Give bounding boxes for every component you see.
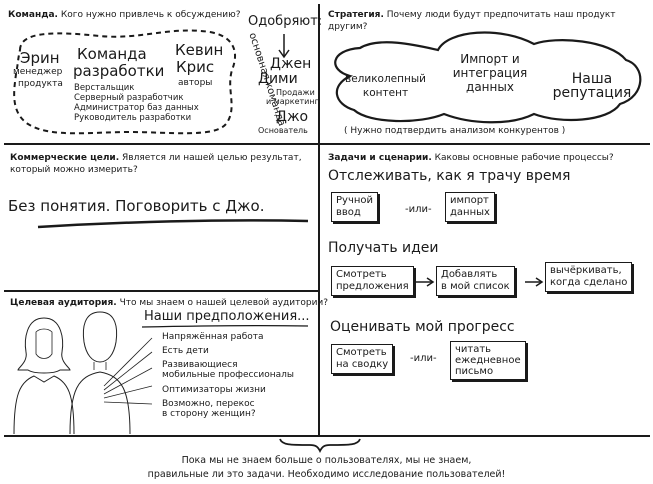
team-question: Кого нужно привлечь к обсуждению?	[60, 10, 241, 20]
team-label: Команда.	[8, 10, 58, 20]
strategy-item-content-label: великолепный контент	[345, 73, 426, 99]
grid-horizontal-divider-3	[4, 435, 650, 437]
strategy-label: Стратегия.	[328, 10, 384, 20]
erin-role-1: менеджер	[13, 67, 63, 77]
scenario3-view-summary-line-2: на сводку	[336, 359, 389, 370]
jen-name: Джен	[270, 56, 312, 72]
assumptions-underline	[141, 324, 309, 328]
footer-line-1: Пока мы не знаем больше о пользователях,…	[181, 455, 472, 466]
tasks-label: Задачи и сценарии.	[328, 153, 432, 163]
dev-team-title-1: Команда	[77, 45, 147, 63]
assumption-4: Оптимизаторы жизни	[162, 385, 266, 395]
scenario2-add-to-list-line-1: Добавлять	[441, 269, 498, 280]
scenario1-title: Отслеживать, как я трачу время	[328, 168, 571, 184]
scenario2-cross-off-line-1: вычёркивать,	[550, 265, 622, 276]
scenario3-daily-email-line-2: ежедневное	[455, 355, 521, 366]
scenario3-daily-email-line-1: читать	[455, 344, 492, 355]
scenario2-view-suggestions-line-1: Смотреть	[336, 269, 387, 280]
scenario2-arrow-1	[416, 277, 435, 287]
scenario3-daily-email: читать ежедневное письмо	[450, 341, 526, 380]
scenario1-manual-entry-line-2: ввод	[336, 207, 361, 218]
marketing-role: и маркетинг	[266, 97, 319, 106]
team-header: Команда. Кого нужно привлечь к обсуждени…	[8, 9, 241, 21]
authors-role: авторы	[178, 78, 213, 88]
audience-header: Целевая аудитория. Что мы знаем о нашей …	[10, 297, 328, 309]
core-team-dashed-outline	[13, 29, 290, 135]
assumptions-title: Наши предположения...	[144, 309, 310, 324]
scenario2-view-suggestions: Смотреть предложения	[331, 266, 414, 296]
audience-label: Целевая аудитория.	[10, 298, 117, 308]
scenario1-or: -или-	[405, 204, 432, 215]
dev-member-4: Руководитель разработки	[74, 113, 192, 123]
joe-name: Джо	[276, 109, 309, 125]
strategy-item-content: великолепный контент	[333, 72, 438, 100]
footer-brace	[279, 438, 361, 453]
man-figure	[82, 311, 118, 363]
strategy-cloud	[334, 31, 642, 124]
scenario1-import-data-line-2: данных	[450, 207, 490, 218]
tasks-question: Каковы основные рабочие процессы?	[434, 153, 614, 163]
scenario2-view-suggestions-line-2: предложения	[336, 281, 409, 292]
dev-member-3: Администратор баз данных	[74, 103, 199, 113]
scenario3-daily-email-line-3: письмо	[455, 366, 494, 377]
goals-header: Коммерческие цели. Является ли нашей цел…	[10, 152, 310, 176]
scenario2-title: Получать идеи	[328, 240, 439, 256]
scenario2-arrow-2	[525, 277, 544, 287]
kevin-name: Кевин	[175, 41, 224, 59]
approve-label: Одобряют:	[248, 14, 323, 29]
scenario3-title: Оценивать мой прогресс	[330, 319, 515, 335]
grid-vertical-divider	[318, 4, 320, 436]
woman-figure	[17, 317, 71, 374]
dimi-name: Дими	[258, 71, 298, 87]
people-illustration	[13, 311, 153, 435]
assumption-5-line-2: в сторону женщин?	[162, 409, 256, 419]
scenario2-cross-off-line-2: когда сделано	[550, 277, 628, 288]
dev-team-title-2: разработки	[73, 62, 165, 80]
strategy-item-reputation: Наша репутация	[544, 72, 640, 100]
grid-horizontal-divider-2	[4, 290, 319, 292]
scenario2-add-to-list: Добавлять в мой список	[436, 266, 515, 296]
strategy-header: Стратегия. Почему люди будут предпочитат…	[328, 9, 628, 33]
scenario1-manual-entry: Ручной ввод	[331, 192, 379, 222]
goals-question: Является ли нашей целью результат, котор…	[10, 153, 302, 175]
erin-name: Эрин	[20, 49, 60, 67]
strategy-item-reputation-label: Наша репутация	[552, 71, 632, 101]
goals-answer: Без понятия. Поговорить с Джо.	[8, 197, 265, 215]
strategy-item-import-label: Импорт и интеграция данных	[452, 52, 528, 94]
scenario3-or: -или-	[410, 353, 437, 364]
audience-question: Что мы знаем о нашей целевой аудитории?	[119, 298, 329, 308]
goals-underline	[37, 219, 309, 229]
founder-role: Основатель	[258, 126, 308, 135]
assumption-2: Есть дети	[162, 346, 209, 356]
strategy-item-import: Импорт и интеграция данных	[438, 52, 542, 94]
scenario2-cross-off: вычёркивать, когда сделано	[545, 262, 633, 292]
scenario1-import-data: импорт данных	[445, 192, 495, 222]
tasks-header: Задачи и сценарии. Каковы основные рабоч…	[328, 152, 614, 164]
assumption-5-line-1: Возможно, перекос	[162, 399, 255, 409]
assumption-1: Напряжённая работа	[162, 332, 264, 342]
scenario2-add-to-list-line-2: в мой список	[441, 281, 510, 292]
dev-member-1: Верстальщик	[74, 83, 135, 93]
dev-member-2: Серверный разработчик	[74, 93, 184, 103]
chris-name: Крис	[176, 58, 215, 76]
erin-role-2: продукта	[18, 79, 63, 89]
scenario3-view-summary-line-1: Смотреть	[336, 347, 387, 358]
assumption-3-line-1: Развивающиеся	[162, 360, 238, 370]
assumption-3-line-2: мобильные профессионалы	[162, 370, 294, 380]
scenario1-manual-entry-line-1: Ручной	[336, 195, 374, 206]
strategy-question: Почему люди будут предпочитать наш проду…	[328, 10, 616, 32]
grid-horizontal-divider-1	[4, 143, 650, 145]
footer-line-2: правильные ли это задачи. Необходимо исс…	[147, 469, 506, 480]
scenario1-import-data-line-1: импорт	[450, 195, 489, 206]
sales-role: Продажи	[276, 88, 315, 97]
goals-label: Коммерческие цели.	[10, 153, 120, 163]
strategy-note: ( Нужно подтвердить анализом конкурентов…	[344, 126, 566, 136]
scenario3-view-summary: Смотреть на сводку	[331, 344, 394, 374]
